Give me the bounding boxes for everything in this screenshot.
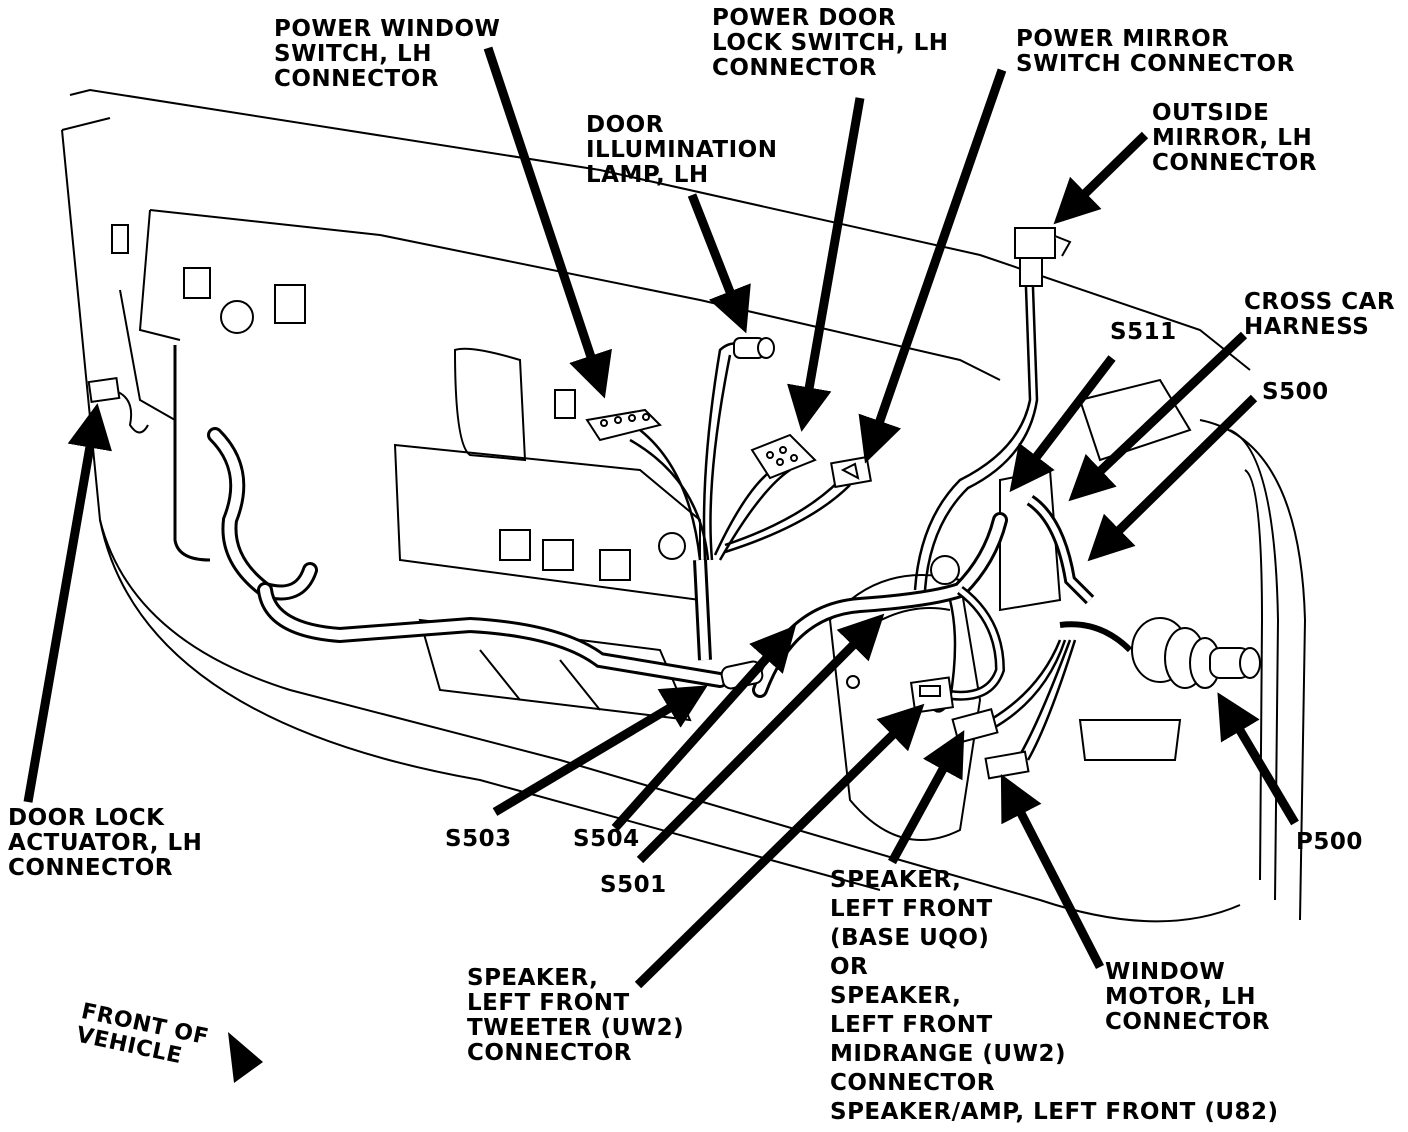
label-p500: P500 [1296, 829, 1363, 855]
label-outside-mirror: OUTSIDE MIRROR, LH CONNECTOR [1152, 100, 1317, 176]
arrow-cross-car-harness [1068, 331, 1248, 502]
label-power-mirror-switch: POWER MIRROR SWITCH CONNECTOR [1016, 26, 1295, 77]
arrow-power-mirror-switch [858, 68, 1007, 464]
label-window-motor: WINDOW MOTOR, LH CONNECTOR [1105, 959, 1270, 1035]
arrow-s504 [611, 625, 796, 831]
door-lock-actuator-connector [87, 377, 149, 434]
label-power-door-lock-switch: POWER DOOR LOCK SWITCH, LH CONNECTOR [712, 5, 949, 81]
arrow-speaker-left-front [888, 730, 965, 865]
arrow-speaker-tweeter [634, 703, 925, 989]
outside-mirror-connector [1014, 227, 1072, 287]
door-panel [61, 88, 1307, 923]
arrow-s511 [1009, 355, 1116, 493]
label-door-illumination-lamp: DOOR ILLUMINATION LAMP, LH [586, 112, 778, 188]
arrow-door-illumination-lamp [687, 193, 751, 334]
arrow-window-motor [1000, 773, 1105, 970]
front-of-vehicle-arrow [228, 1032, 263, 1083]
door-illumination-lamp [733, 337, 775, 359]
label-speaker-tweeter: SPEAKER, LEFT FRONT TWEETER (UW2) CONNEC… [467, 965, 685, 1066]
power-mirror-switch-connector [830, 455, 872, 489]
label-s503: S503 [445, 826, 512, 852]
arrow-outside-mirror [1053, 131, 1149, 225]
arrow-s500 [1087, 394, 1258, 562]
connectors [87, 227, 1261, 780]
callout-arrows [23, 46, 1299, 989]
arrow-s501 [636, 613, 885, 864]
cross-car-harness-grommet [1131, 617, 1261, 689]
tweeter-connector [909, 676, 955, 714]
arrow-s503 [492, 685, 708, 816]
arrow-power-door-lock-switch [787, 97, 865, 432]
label-s501: S501 [600, 872, 667, 898]
power-door-lock-switch-connector [750, 433, 817, 480]
label-s500: S500 [1262, 379, 1329, 405]
window-motor-connector [984, 750, 1030, 780]
arrow-door-lock-actuator [23, 403, 112, 803]
label-door-lock-actuator: DOOR LOCK ACTUATOR, LH CONNECTOR [8, 805, 203, 881]
s501-splice-grommet [930, 555, 960, 585]
label-power-window-switch: POWER WINDOW SWITCH, LH CONNECTOR [274, 16, 501, 92]
label-cross-car-harness: CROSS CAR HARNESS [1244, 289, 1396, 340]
arrow-power-window-switch [483, 46, 612, 399]
label-s504: S504 [573, 826, 640, 852]
label-s511: S511 [1110, 319, 1177, 345]
label-speaker-left-front: SPEAKER, LEFT FRONT (BASE UQO) OR SPEAKE… [830, 867, 1279, 1125]
arrow-p500 [1217, 692, 1299, 826]
power-window-switch-connector [585, 408, 662, 442]
wiring-harness [173, 259, 1133, 761]
